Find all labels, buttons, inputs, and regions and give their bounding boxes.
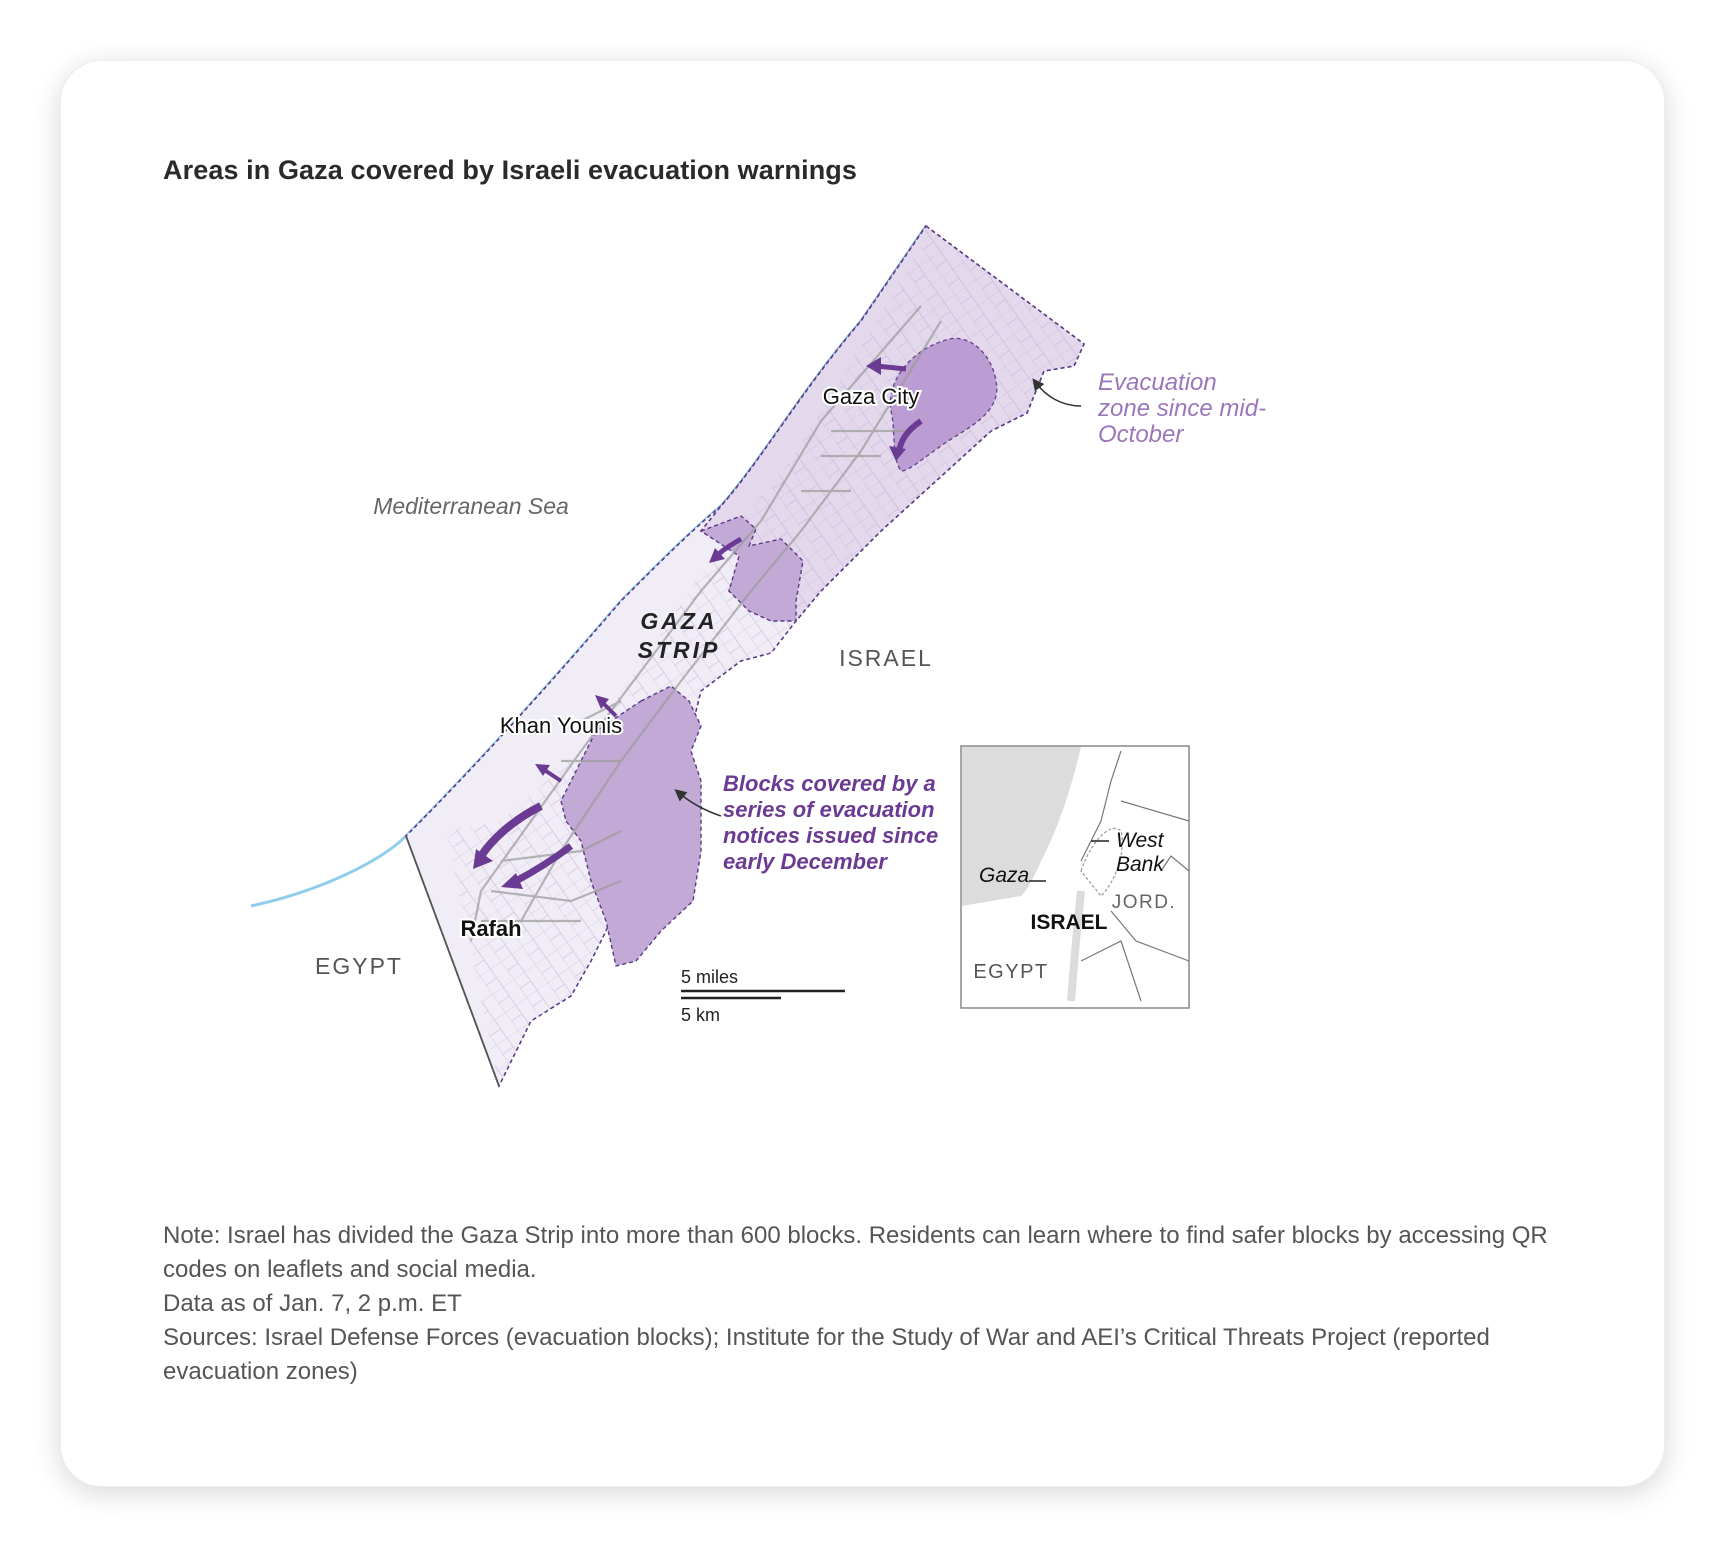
- scale-bar: 5 miles 5 km: [681, 967, 845, 1025]
- inset-map: West Bank Gaza ISRAEL JORD. EGYPT: [960, 745, 1190, 1009]
- mediterranean-label: Mediterranean Sea: [373, 493, 569, 519]
- data-date: Data as of Jan. 7, 2 p.m. ET: [163, 1290, 462, 1317]
- blocks-dec-annotation: Blocks covered by a series of evacuation…: [723, 771, 938, 874]
- map-title: Areas in Gaza covered by Israeli evacuat…: [163, 155, 857, 185]
- blocks-dec-leader: [674, 789, 722, 817]
- chart-card: Areas in Gaza covered by Israeli evacuat…: [60, 60, 1665, 1487]
- egypt-border: [405, 835, 500, 1087]
- evacuation-blocks-december: [560, 685, 702, 967]
- gaza-city-label: Gaza City: [823, 384, 920, 409]
- middle-zone: [699, 515, 804, 622]
- gaza-strip-label-1: GAZA: [640, 608, 717, 634]
- zone-oct-leader: [1032, 378, 1082, 407]
- scale-km-label: 5 km: [681, 1005, 720, 1025]
- inset-egypt-label: EGYPT: [973, 961, 1048, 983]
- rafah-label: Rafah: [460, 916, 521, 941]
- svg-text:October: October: [1098, 421, 1184, 448]
- israel-label: ISRAEL: [839, 645, 933, 671]
- svg-text:notices issued since: notices issued since: [723, 823, 938, 848]
- khan-younis-label: Khan Younis: [500, 713, 622, 738]
- inset-israel-label: ISRAEL: [1030, 911, 1107, 934]
- inset-west-bank-1: West: [1116, 829, 1165, 852]
- scale-miles-label: 5 miles: [681, 967, 738, 987]
- svg-text:zone since mid-: zone since mid-: [1097, 395, 1266, 422]
- egypt-label: EGYPT: [315, 953, 403, 979]
- notes: Note: Israel has divided the Gaza Strip …: [163, 1219, 1583, 1389]
- svg-text:early December: early December: [723, 849, 888, 874]
- roads: [469, 305, 942, 942]
- gaza-map: Gaza City Mediterranean Sea GAZA STRIP I…: [250, 224, 1266, 1089]
- inset-jordan-label: JORD.: [1112, 892, 1177, 913]
- svg-text:Evacuation: Evacuation: [1098, 369, 1217, 396]
- svg-text:series of evacuation: series of evacuation: [723, 797, 935, 822]
- gaza-strip-label-2: STRIP: [638, 637, 721, 663]
- evacuation-arrows: [473, 357, 923, 889]
- inset-gaza-label: Gaza: [979, 864, 1029, 887]
- note-text: Note: Israel has divided the Gaza Strip …: [163, 1222, 1548, 1283]
- zone-oct-annotation: Evacuation zone since mid- October: [1097, 369, 1266, 448]
- sources: Sources: Israel Defense Forces (evacuati…: [163, 1324, 1490, 1385]
- inset-west-bank-2: Bank: [1116, 853, 1165, 876]
- svg-text:Blocks covered by a: Blocks covered by a: [723, 771, 936, 796]
- gaza-city-zone: [889, 337, 998, 472]
